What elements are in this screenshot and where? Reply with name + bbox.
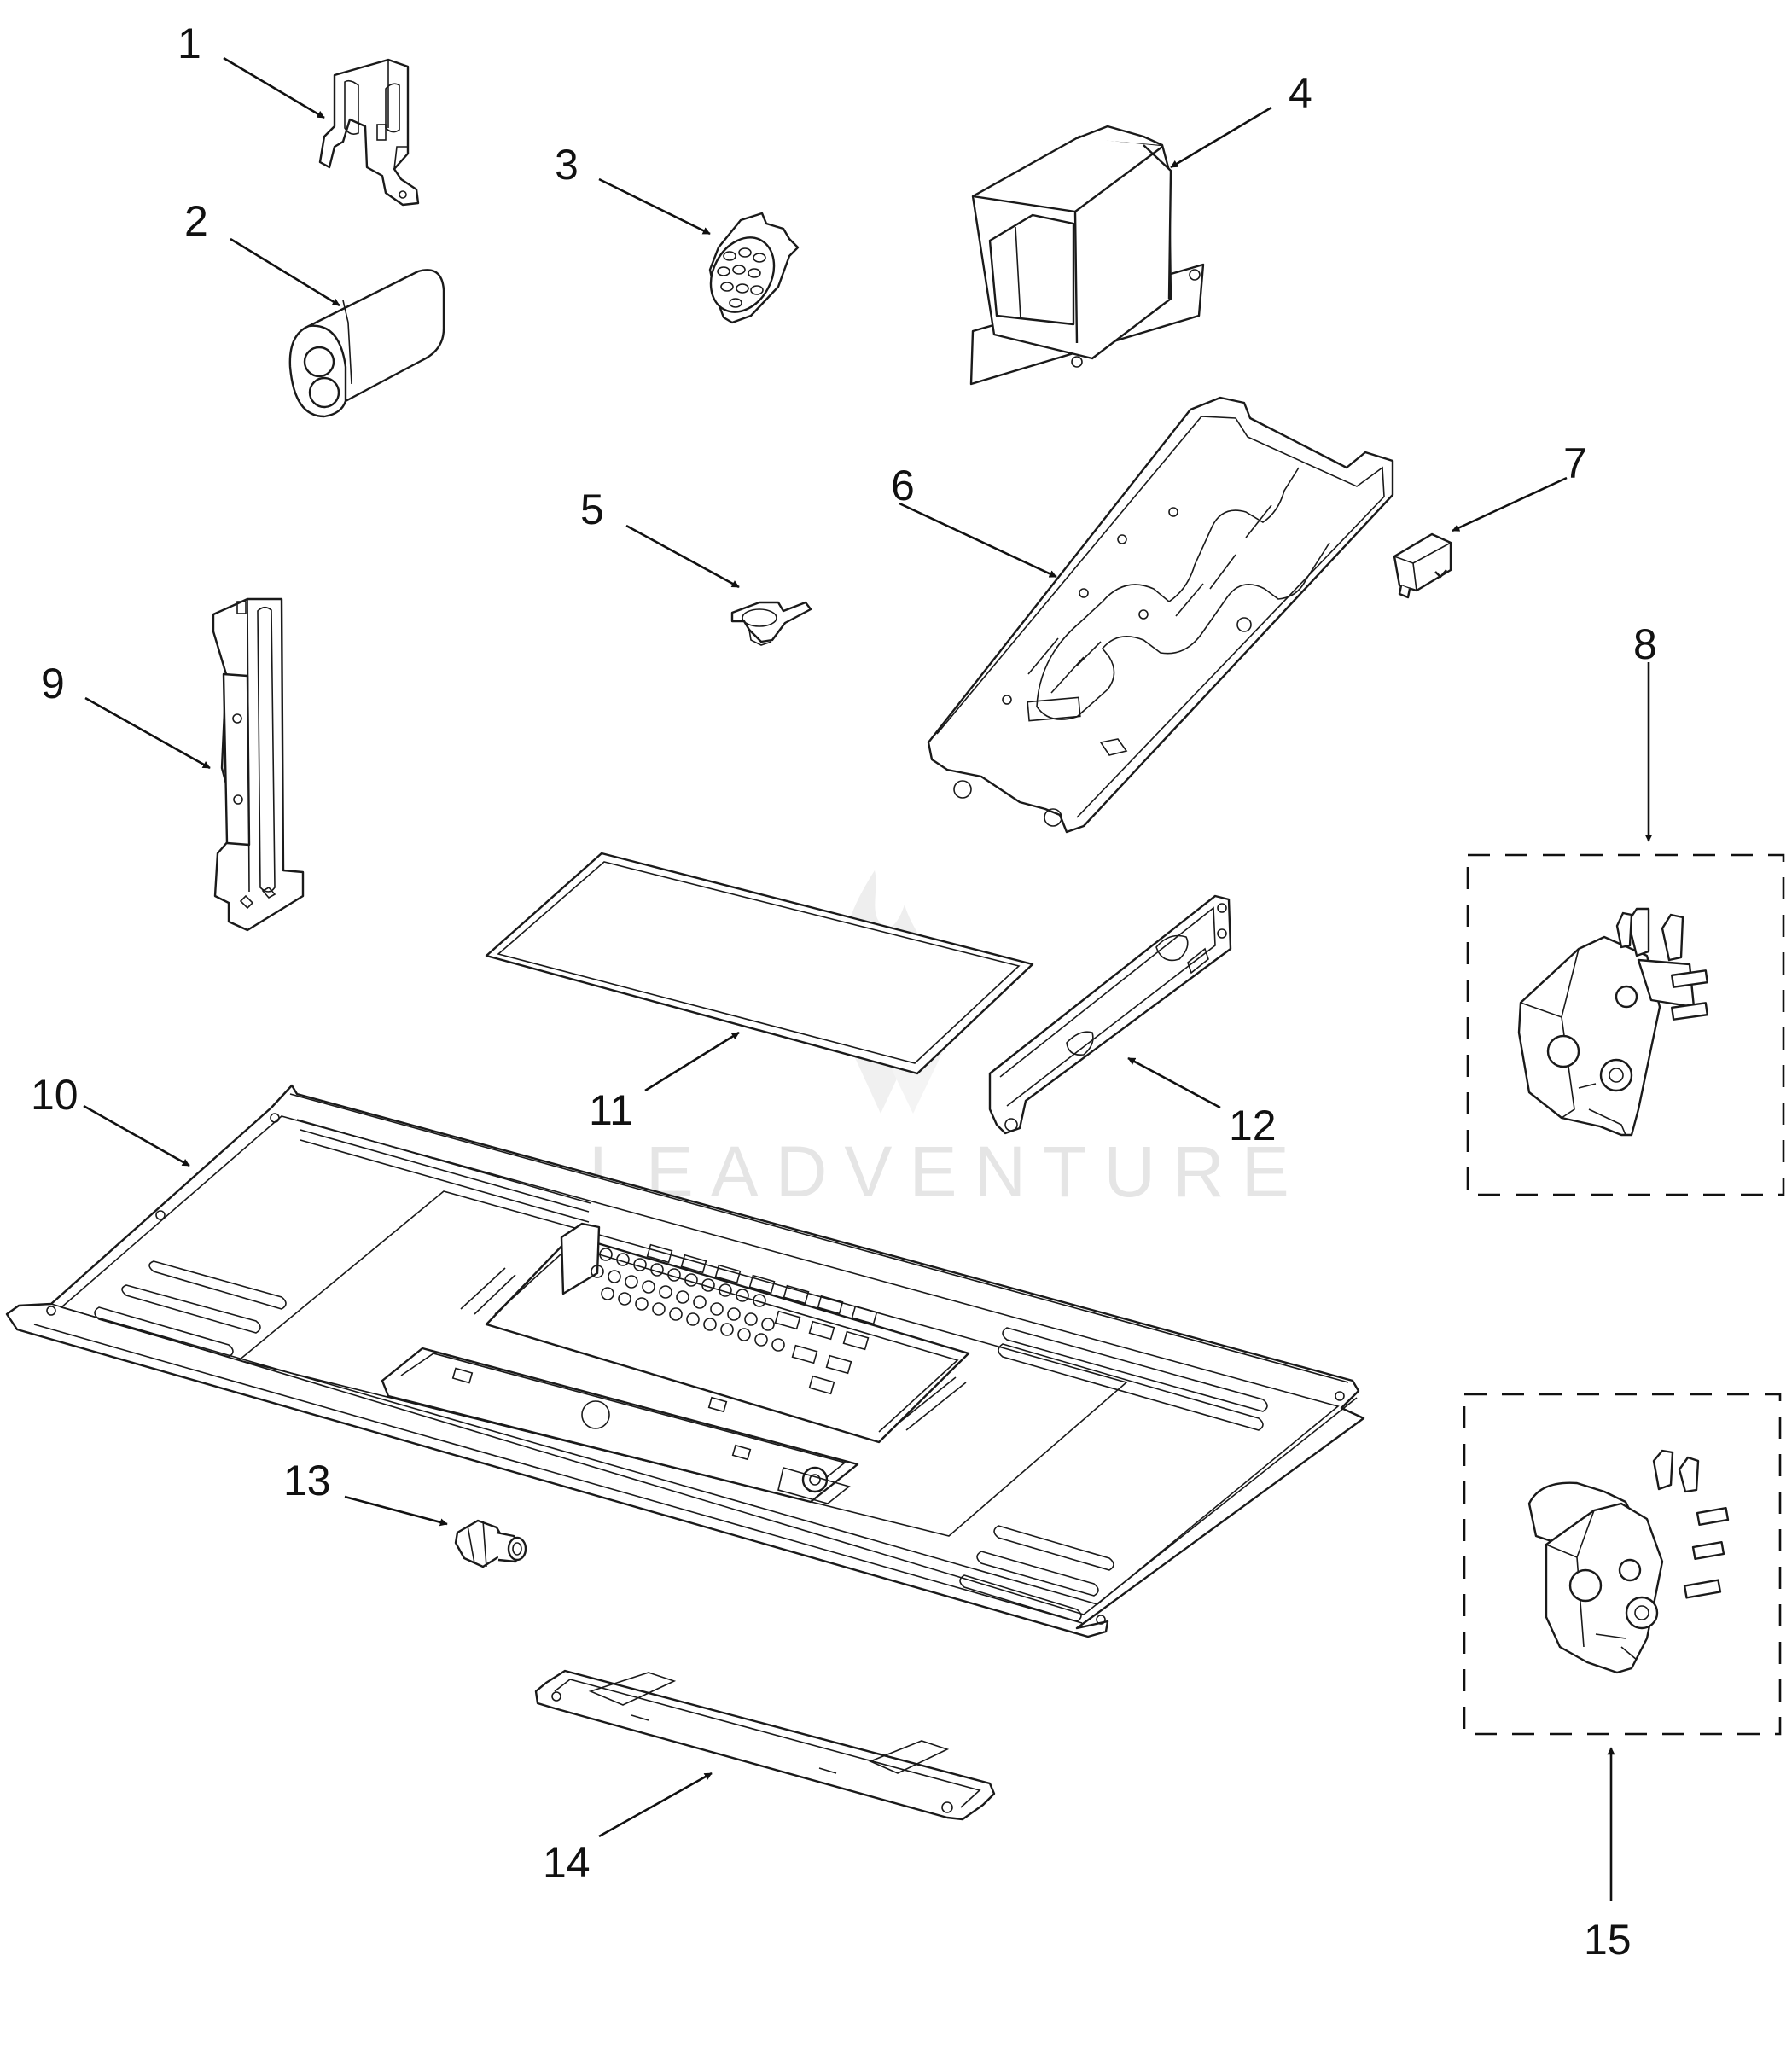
callout-11: 11 bbox=[589, 1086, 633, 1134]
callout-12: 12 bbox=[1229, 1102, 1277, 1149]
callout-15: 15 bbox=[1584, 1916, 1632, 1964]
leader-6 bbox=[899, 502, 1057, 579]
part-7-switch bbox=[1393, 532, 1452, 599]
leader-10 bbox=[83, 1104, 190, 1167]
callout-7: 7 bbox=[1563, 439, 1587, 487]
part-1-bracket bbox=[318, 58, 420, 207]
leader-9 bbox=[84, 696, 211, 770]
callout-9: 9 bbox=[41, 660, 65, 707]
callout-13: 13 bbox=[283, 1457, 331, 1504]
leader-lines bbox=[83, 56, 1653, 1901]
leader-5 bbox=[625, 524, 740, 589]
callout-14: 14 bbox=[543, 1839, 591, 1887]
callout-1: 1 bbox=[177, 20, 201, 67]
leader-4 bbox=[1170, 106, 1272, 169]
callout-labels: 1 2 3 4 5 6 7 8 9 10 11 12 13 14 15 bbox=[31, 20, 1657, 1964]
callout-3: 3 bbox=[555, 141, 579, 189]
part-3-switch bbox=[708, 212, 800, 324]
callout-6: 6 bbox=[891, 462, 915, 509]
part-8-motor-assembly bbox=[1517, 907, 1708, 1137]
part-14-bottom-plate bbox=[534, 1669, 996, 1821]
watermark-text: LEADVENTURE bbox=[589, 1132, 1306, 1212]
assembly-15-box bbox=[1463, 1393, 1782, 1736]
leader-7 bbox=[1452, 476, 1568, 532]
part-15-motor-assembly bbox=[1527, 1449, 1730, 1674]
part-10-cage bbox=[381, 1222, 970, 1504]
part-12-rail bbox=[988, 894, 1232, 1135]
callout-4: 4 bbox=[1289, 69, 1312, 117]
leader-1 bbox=[223, 56, 325, 119]
callout-10: 10 bbox=[31, 1071, 79, 1119]
assembly-8-box bbox=[1466, 853, 1785, 1196]
part-4-transformer bbox=[969, 125, 1205, 386]
cage-perforations bbox=[591, 1248, 785, 1352]
leader-12 bbox=[1127, 1056, 1221, 1109]
callout-8: 8 bbox=[1633, 620, 1657, 668]
part-11-glass-plate bbox=[485, 852, 1034, 1075]
leader-14 bbox=[598, 1772, 713, 1838]
leader-2 bbox=[230, 237, 340, 307]
part-13-fitting bbox=[454, 1519, 527, 1568]
cage-slots bbox=[646, 1243, 878, 1395]
leader-13 bbox=[344, 1495, 448, 1527]
callout-5: 5 bbox=[580, 486, 604, 533]
leader-3 bbox=[598, 177, 711, 236]
leader-11 bbox=[644, 1031, 740, 1092]
callout-2: 2 bbox=[184, 197, 208, 245]
part-2-capacitor bbox=[288, 269, 445, 418]
part-9-bracket bbox=[212, 597, 305, 932]
part-6-base-plate bbox=[927, 396, 1394, 834]
part-5-thermal-fuse bbox=[730, 601, 812, 646]
